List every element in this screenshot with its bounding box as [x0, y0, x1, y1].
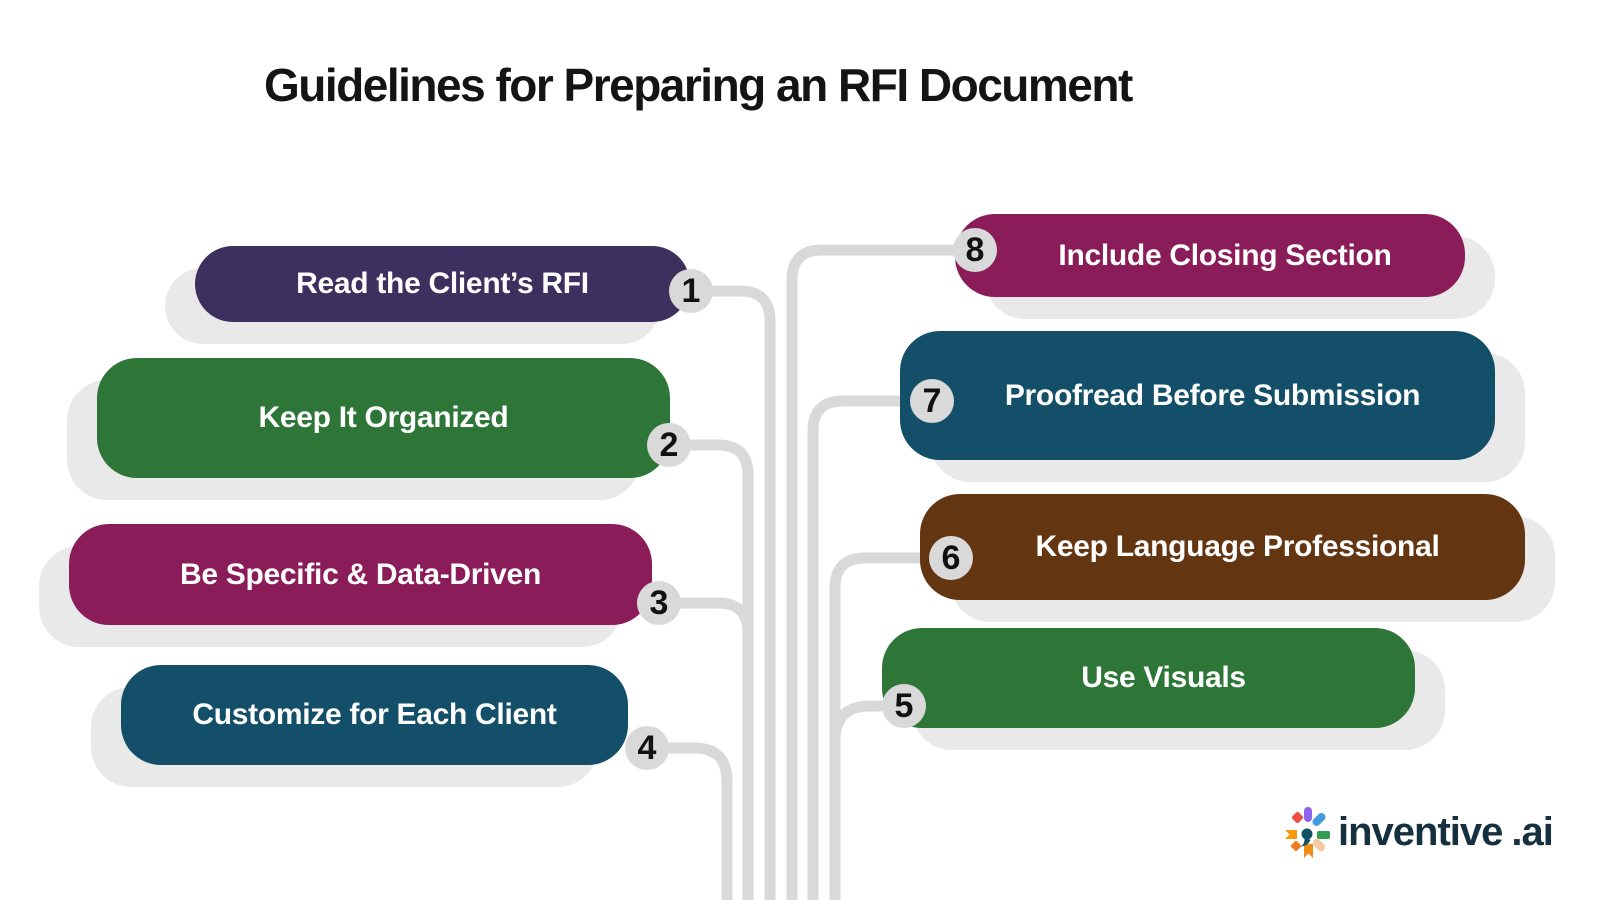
connector-line-7: [807, 395, 932, 900]
number-circle-2: 2: [647, 423, 691, 467]
pill-label: Be Specific & Data-Driven: [180, 557, 541, 591]
pill-label: Read the Client’s RFI: [296, 267, 589, 300]
connector-line-2: [669, 439, 754, 900]
number-circle-7: 7: [910, 379, 954, 423]
number-circle-4: 4: [625, 726, 669, 770]
brand-name: inventive: [1338, 809, 1503, 854]
brand-suffix: .ai: [1511, 809, 1553, 854]
number-circle-8: 8: [953, 228, 997, 272]
connector-line-5: [829, 700, 904, 900]
connector-line-1: [691, 285, 776, 900]
pill-label: Keep It Organized: [258, 401, 509, 434]
number-circle-1: 1: [669, 269, 713, 313]
pill-proofread-before-submission: Proofread Before Submission: [900, 331, 1495, 460]
page-title: Guidelines for Preparing an RFI Document: [264, 59, 1133, 111]
pill-label: Proofread Before Submission: [1004, 378, 1421, 412]
inventive-logo-icon: [1285, 807, 1330, 858]
pill-customize-for-each-client: Customize for Each Client: [121, 665, 628, 765]
pill-include-closing-section: Include Closing Section: [955, 214, 1465, 297]
number-circle-3: 3: [637, 581, 681, 625]
pill-read-the-clients-rfi: Read the Client’s RFI: [195, 246, 690, 322]
pill-label: Include Closing Section: [1058, 238, 1392, 272]
pill-use-visuals: Use Visuals: [882, 628, 1415, 728]
number-circle-5: 5: [882, 684, 926, 728]
number-circle-6: 6: [929, 536, 973, 580]
connector-line-3: [659, 597, 754, 900]
pill-keep-it-organized: Keep It Organized: [97, 358, 670, 478]
pill-label: Keep Language Professional: [1035, 530, 1440, 563]
brand-logo: inventive .ai: [1284, 804, 1554, 860]
connector-line-8: [786, 244, 975, 900]
pill-label: Use Visuals: [1081, 661, 1246, 694]
pill-be-specific-data-driven: Be Specific & Data-Driven: [69, 524, 652, 625]
connector-line-6: [829, 552, 951, 900]
pill-label: Customize for Each Client: [192, 698, 557, 731]
pill-keep-language-professional: Keep Language Professional: [920, 494, 1525, 600]
connector-line-4: [647, 742, 733, 900]
